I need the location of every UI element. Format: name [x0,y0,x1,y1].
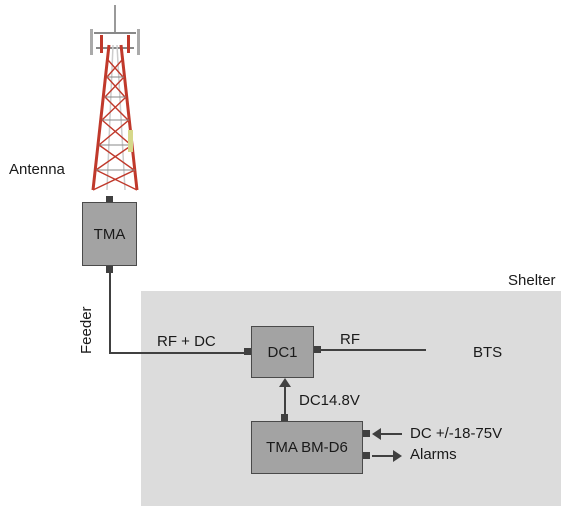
feeder-label: Feeder [78,306,95,354]
dc1-box: DC1 [251,326,314,378]
alarms-arrow [372,450,402,462]
tma-box: TMA [82,202,137,266]
dc1-left-port [244,348,251,355]
rf-label: RF [340,331,360,348]
tmabm-top-port [281,414,288,421]
tmabm-alarm-port [363,452,370,459]
dc1-label: DC1 [267,343,298,361]
tma-top-port [106,196,113,203]
alarms-label: Alarms [410,446,457,463]
dc-supply-arrow [279,378,291,416]
dc1-right-port [314,346,321,353]
tma-bottom-port [106,266,113,273]
tma-bm-label: TMA BM-D6 [266,439,348,456]
rf-dc-line [109,352,244,354]
dc-supply-label: DC14.8V [299,392,360,409]
tmabm-dc-port [363,430,370,437]
antenna-label: Antenna [9,161,65,178]
dc-input-arrow [372,428,402,440]
shelter-label: Shelter [508,272,556,289]
antenna-tower-icon [90,5,140,191]
tma-label: TMA [93,225,126,243]
rf-line [321,349,426,351]
rf-dc-label: RF + DC [157,333,216,350]
tma-bm-box: TMA BM-D6 [251,421,363,474]
feeder-line [109,272,111,354]
dc-input-label: DC +/-18-75V [410,425,503,442]
bts-label: BTS [473,344,503,361]
